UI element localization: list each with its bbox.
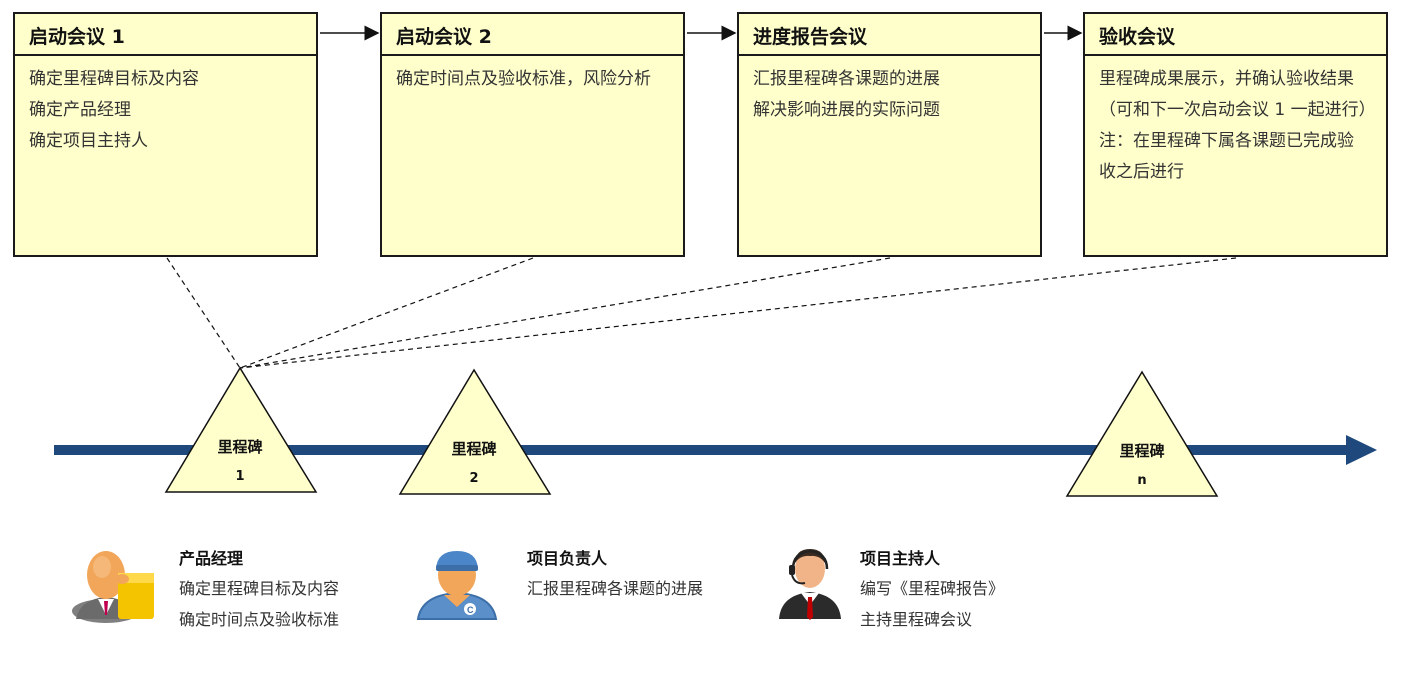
milestone-1-number: 1: [235, 469, 245, 484]
milestone-2-triangle: [398, 368, 552, 495]
worker-cap-icon: C: [414, 547, 500, 625]
meeting-line: 注：在里程碑下属各课题已完成验: [1099, 131, 1354, 151]
meeting-title: 验收会议: [1085, 14, 1386, 56]
meeting-line: 收之后进行: [1099, 162, 1184, 182]
milestone-n-label: 里程碑: [1119, 442, 1165, 460]
meeting-line: 确定产品经理: [29, 100, 131, 120]
milestone-2-label: 里程碑: [451, 440, 497, 458]
dashed-connector-2: [239, 257, 534, 369]
role-line: 确定里程碑目标及内容: [179, 579, 340, 598]
role-title: 产品经理: [179, 549, 244, 568]
meeting-line: 里程碑成果展示，并确认验收结果: [1099, 69, 1354, 89]
meeting-line: 确定时间点及验收标准，风险分析: [396, 69, 651, 89]
meeting-box-acceptance: 验收会议 里程碑成果展示，并确认验收结果 （可和下一次启动会议 1 一起进行） …: [1083, 12, 1388, 257]
svg-text:C: C: [467, 605, 474, 615]
role-title: 项目负责人: [527, 549, 608, 568]
manager-with-box-icon: [66, 549, 158, 627]
timeline-arrowhead: [1346, 435, 1377, 465]
role-line: 主持里程碑会议: [860, 610, 973, 629]
meeting-title: 进度报告会议: [739, 14, 1040, 56]
role-line: 编写《里程碑报告》: [860, 579, 1005, 598]
milestone-1-label: 里程碑: [217, 438, 263, 456]
meeting-box-kickoff-2: 启动会议 2 确定时间点及验收标准，风险分析: [380, 12, 685, 257]
host-headset-icon: [775, 545, 845, 625]
role-line: 汇报里程碑各课题的进展: [527, 579, 704, 598]
meeting-box-kickoff-1: 启动会议 1 确定里程碑目标及内容 确定产品经理 确定项目主持人: [13, 12, 318, 257]
meeting-line: 汇报里程碑各课题的进展: [753, 69, 940, 89]
milestone-n-triangle: [1065, 370, 1219, 497]
meeting-box-progress: 进度报告会议 汇报里程碑各课题的进展 解决影响进展的实际问题: [737, 12, 1042, 257]
role-title: 项目主持人: [860, 549, 941, 568]
dashed-connector-3: [239, 257, 891, 369]
timeline-bar: [54, 445, 1350, 455]
dashed-connector-1: [166, 257, 241, 369]
role-line: 确定时间点及验收标准: [179, 610, 340, 629]
meeting-line: 解决影响进展的实际问题: [753, 100, 940, 120]
milestone-n-number: n: [1137, 473, 1147, 488]
meeting-line: 确定项目主持人: [29, 131, 148, 151]
meeting-line: （可和下一次启动会议 1 一起进行）: [1099, 100, 1376, 120]
milestone-1-triangle: [164, 366, 318, 493]
milestone-2-number: 2: [469, 471, 479, 486]
meeting-title: 启动会议 1: [15, 14, 316, 56]
meeting-title: 启动会议 2: [382, 14, 683, 56]
dashed-connector-4: [239, 257, 1237, 369]
meeting-line: 确定里程碑目标及内容: [29, 69, 199, 89]
